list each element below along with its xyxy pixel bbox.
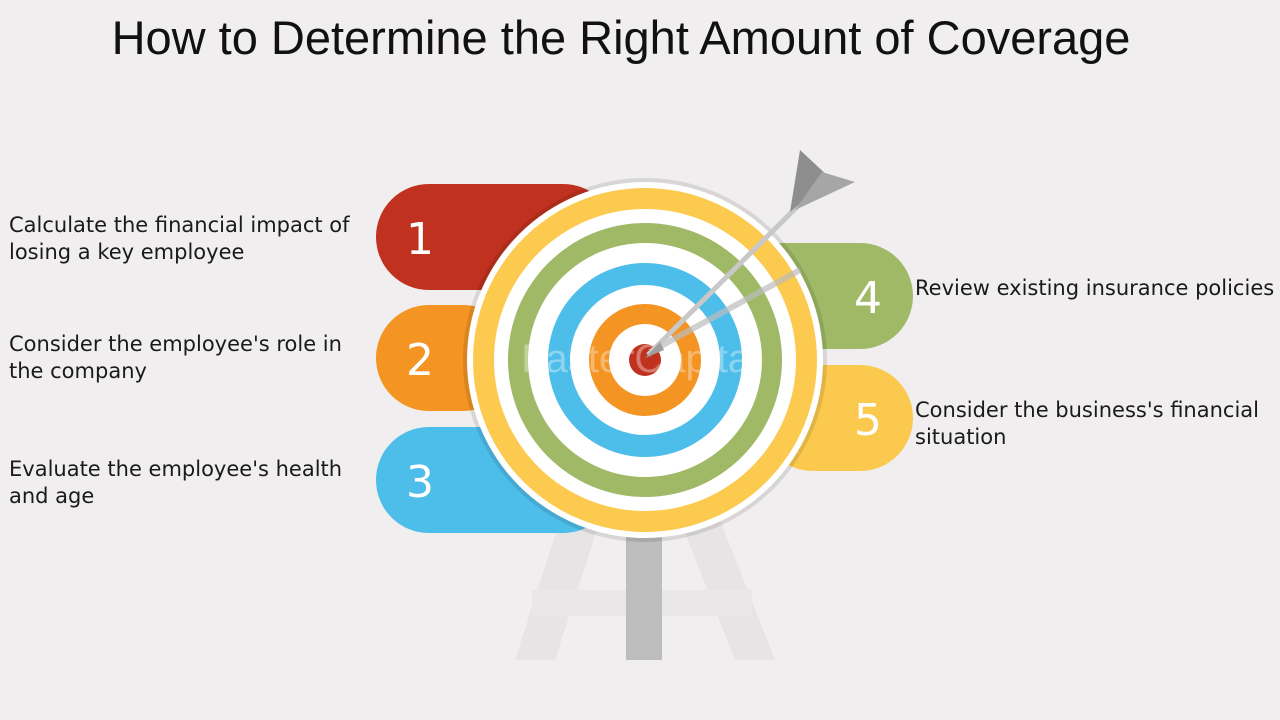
arrow	[645, 150, 855, 358]
step-4-label: Review existing insurance policies	[915, 276, 1275, 300]
step-1-label: Calculate the financial impact of losing…	[9, 213, 350, 264]
step-3-label: Evaluate the employee's health and age	[9, 457, 343, 508]
step-3-number: 3	[406, 457, 434, 508]
watermark: FasterCapital	[521, 337, 759, 381]
step-5-label: Consider the business's financial situat…	[915, 398, 1260, 449]
stand	[515, 520, 775, 660]
step-1-number: 1	[406, 214, 434, 265]
page-title: How to Determine the Right Amount of Cov…	[111, 11, 1131, 64]
step-4-number: 4	[854, 273, 882, 324]
step-2-label: Consider the employee's role in the comp…	[9, 332, 342, 383]
step-5-number: 5	[854, 395, 882, 446]
step-2-number: 2	[406, 335, 434, 386]
